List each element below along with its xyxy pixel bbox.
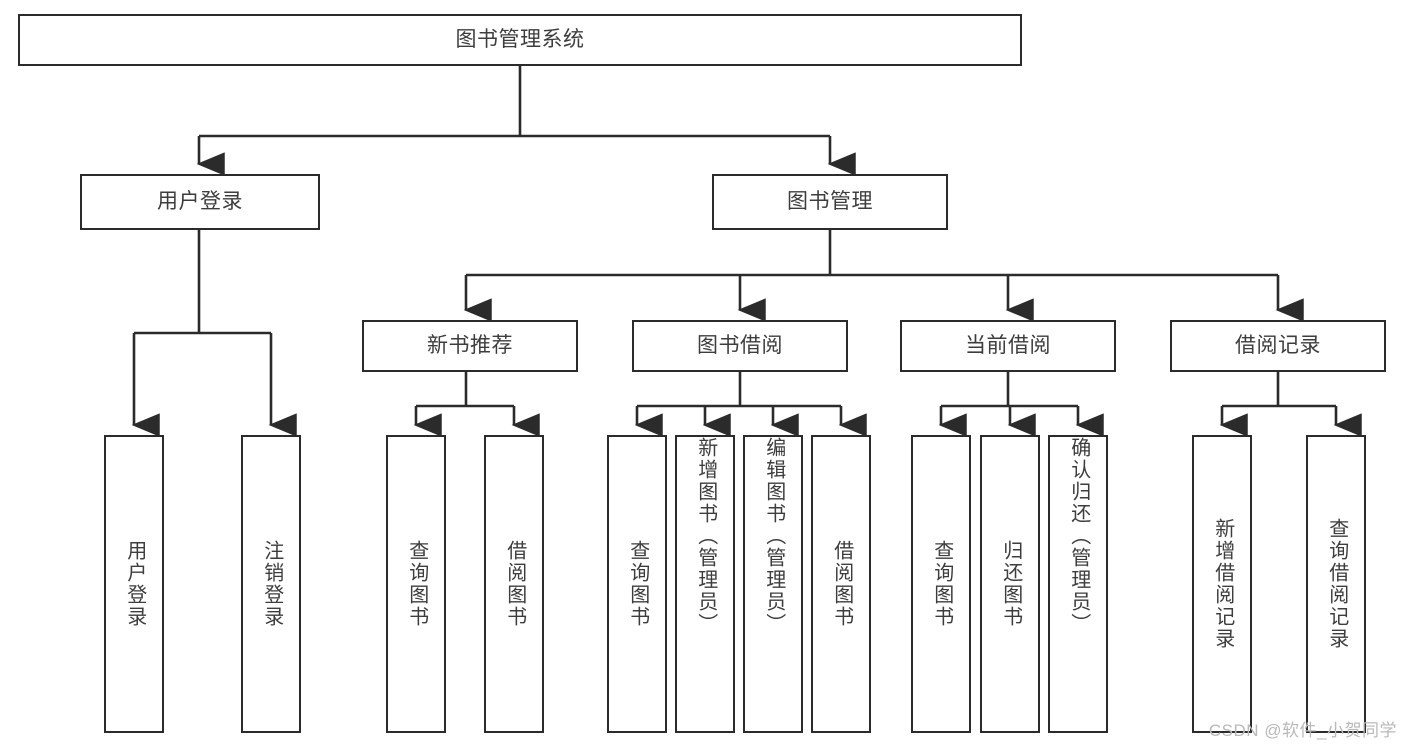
- leaf-current-query-book[interactable]: 查询图书: [911, 435, 971, 733]
- node-label: 查询借阅记录: [1325, 518, 1348, 650]
- leaf-user-logout[interactable]: 注销登录: [241, 435, 301, 733]
- leaf-current-confirm-return-admin[interactable]: 确认归还（管理员）: [1048, 435, 1108, 733]
- leaf-recommend-borrow-book[interactable]: 借阅图书: [484, 435, 544, 733]
- leaf-borrow-edit-book-admin[interactable]: 编辑图书（管理员）: [743, 435, 803, 733]
- node-root-system[interactable]: 图书管理系统: [18, 14, 1022, 66]
- node-label: 当前借阅: [965, 334, 1051, 358]
- node-label: 借阅图书: [830, 540, 853, 628]
- node-user-login[interactable]: 用户登录: [80, 174, 320, 230]
- leaf-borrow-borrow-book[interactable]: 借阅图书: [811, 435, 871, 733]
- node-current-borrow[interactable]: 当前借阅: [900, 320, 1116, 372]
- node-label: 新增图书（管理员）: [694, 437, 717, 635]
- node-new-book-recommend[interactable]: 新书推荐: [362, 320, 578, 372]
- node-label: 新增借阅记录: [1211, 518, 1234, 650]
- node-label: 新书推荐: [427, 334, 513, 358]
- leaf-record-query-record[interactable]: 查询借阅记录: [1306, 435, 1366, 733]
- node-label: 用户登录: [123, 540, 146, 628]
- leaf-current-return-book[interactable]: 归还图书: [980, 435, 1040, 733]
- node-label: 图书借阅: [697, 334, 783, 358]
- watermark-text: CSDN @软件_小贺同学: [1208, 721, 1397, 740]
- leaf-recommend-query-book[interactable]: 查询图书: [386, 435, 446, 733]
- node-book-management[interactable]: 图书管理: [712, 174, 948, 230]
- node-label: 图书管理系统: [455, 28, 585, 52]
- node-label: 注销登录: [260, 540, 283, 628]
- leaf-borrow-query-book[interactable]: 查询图书: [607, 435, 667, 733]
- node-label: 借阅记录: [1235, 334, 1321, 358]
- node-label: 借阅图书: [503, 540, 526, 628]
- node-borrow-record[interactable]: 借阅记录: [1170, 320, 1386, 372]
- node-label: 编辑图书（管理员）: [762, 437, 785, 635]
- node-label: 用户登录: [157, 190, 243, 214]
- node-label: 图书管理: [787, 190, 873, 214]
- node-label: 归还图书: [999, 540, 1022, 628]
- node-book-borrow[interactable]: 图书借阅: [632, 320, 848, 372]
- node-label: 查询图书: [626, 540, 649, 628]
- node-label: 确认归还（管理员）: [1067, 437, 1090, 635]
- leaf-user-login[interactable]: 用户登录: [104, 435, 164, 733]
- leaf-record-add-record[interactable]: 新增借阅记录: [1192, 435, 1252, 733]
- node-label: 查询图书: [930, 540, 953, 628]
- node-label: 查询图书: [405, 540, 428, 628]
- leaf-borrow-add-book-admin[interactable]: 新增图书（管理员）: [675, 435, 735, 733]
